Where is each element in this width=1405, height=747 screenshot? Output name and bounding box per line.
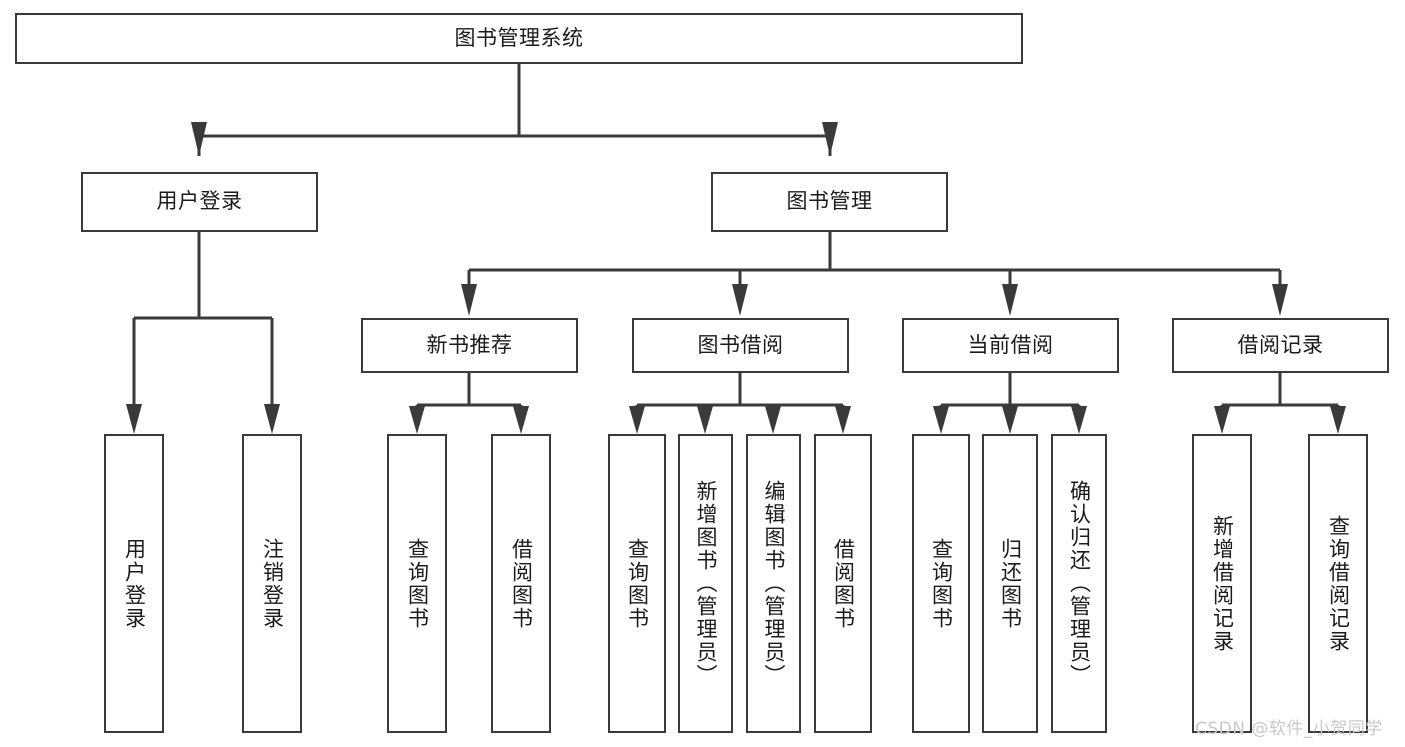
node-current-borrow[interactable]: 当前借阅: [902, 318, 1119, 373]
node-label: 注销登录: [260, 537, 285, 630]
node-label: 查询图书: [929, 537, 954, 630]
node-label: 编辑图书（管理员）: [762, 480, 786, 687]
node-leaf-add-borrow-record[interactable]: 新增借阅记录: [1192, 434, 1252, 733]
node-leaf-borrow-book[interactable]: 借阅图书: [814, 434, 872, 733]
node-label: 查询借阅记录: [1326, 514, 1351, 653]
node-leaf-add-book[interactable]: 新增图书（管理员）: [678, 434, 733, 733]
node-borrow-record[interactable]: 借阅记录: [1172, 318, 1389, 373]
node-label: 查询图书: [405, 537, 430, 630]
node-leaf-query-book-current[interactable]: 查询图书: [912, 434, 970, 733]
node-user-login[interactable]: 用户登录: [81, 172, 318, 232]
node-label: 新书推荐: [426, 332, 513, 357]
node-book-management[interactable]: 图书管理: [711, 172, 948, 232]
node-leaf-query-book-borrow[interactable]: 查询图书: [608, 434, 666, 733]
node-label: 当前借阅: [967, 332, 1054, 357]
node-label: 借阅记录: [1237, 332, 1324, 357]
node-label: 新增借阅记录: [1210, 514, 1235, 653]
node-leaf-return-book[interactable]: 归还图书: [982, 434, 1038, 733]
node-label: 查询图书: [625, 537, 650, 630]
node-leaf-query-book-recommend[interactable]: 查询图书: [387, 434, 447, 733]
node-new-book-recommend[interactable]: 新书推荐: [361, 318, 578, 373]
node-leaf-user-logout[interactable]: 注销登录: [242, 434, 302, 733]
node-label: 图书管理: [786, 189, 873, 214]
node-label: 用户登录: [156, 189, 243, 214]
node-label: 归还图书: [998, 537, 1023, 630]
node-label: 新增图书（管理员）: [694, 480, 718, 687]
node-label: 图书管理系统: [454, 25, 584, 50]
node-leaf-borrow-book-recommend[interactable]: 借阅图书: [491, 434, 551, 733]
node-label: 确认归还（管理员）: [1067, 480, 1092, 687]
node-leaf-query-borrow-record[interactable]: 查询借阅记录: [1308, 434, 1368, 733]
node-book-borrow[interactable]: 图书借阅: [632, 318, 849, 373]
node-label: 图书借阅: [697, 332, 784, 357]
node-root-system[interactable]: 图书管理系统: [15, 13, 1023, 64]
node-label: 用户登录: [122, 537, 147, 630]
node-label: 借阅图书: [509, 537, 534, 630]
node-leaf-confirm-return[interactable]: 确认归还（管理员）: [1051, 434, 1107, 733]
node-leaf-user-login[interactable]: 用户登录: [104, 434, 164, 733]
node-label: 借阅图书: [831, 537, 856, 630]
node-leaf-edit-book[interactable]: 编辑图书（管理员）: [746, 434, 801, 733]
